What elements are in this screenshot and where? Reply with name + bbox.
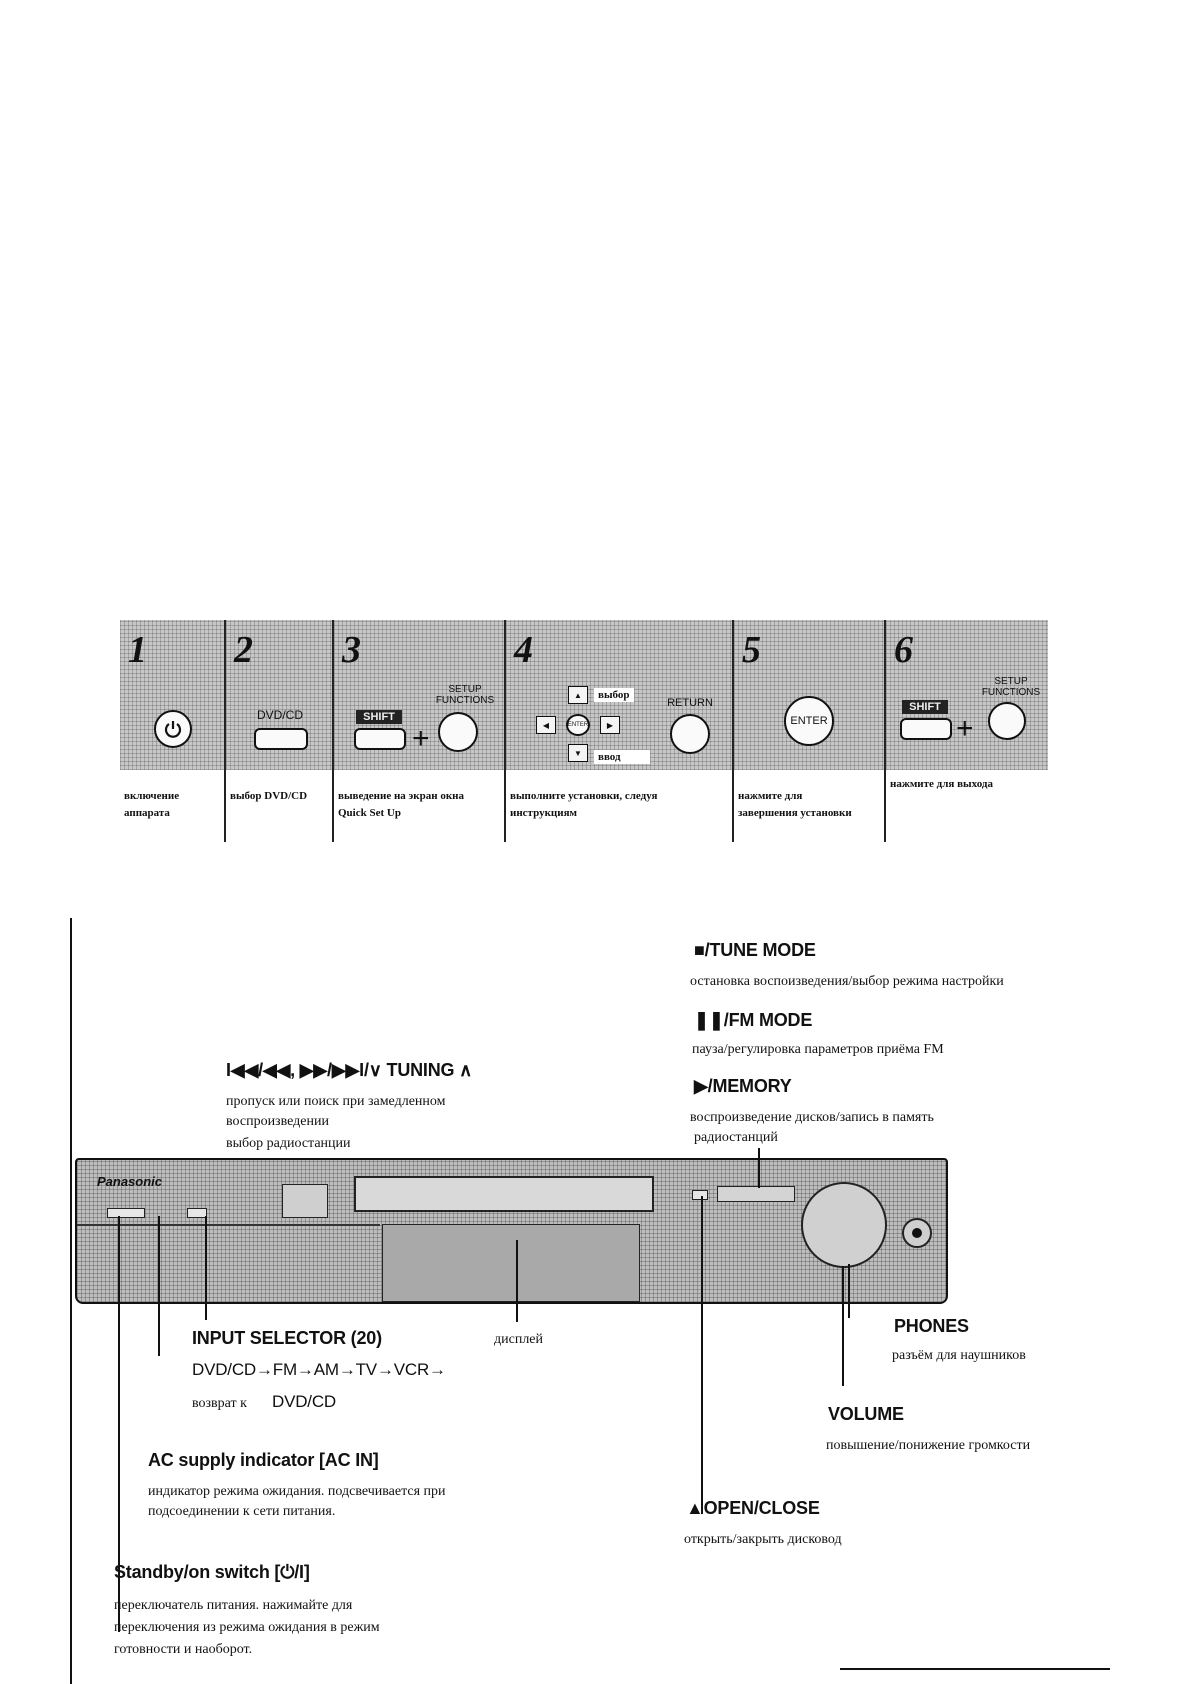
open-close-button[interactable] <box>692 1190 708 1200</box>
open-close-leader-line <box>701 1196 703 1514</box>
left-arrow-button[interactable]: ◀ <box>536 716 556 734</box>
ac-supply-desc-1: индикатор режима ожидания. подсвечиваетс… <box>148 1484 446 1499</box>
volume-title: VOLUME <box>828 1404 904 1424</box>
tuning-desc-2: воспроизведении <box>226 1114 329 1129</box>
input-selector-sequence: DVD/CD→FM→AM→TV→VCR→ <box>192 1360 446 1379</box>
tune-mode-title: ■/TUNE MODE <box>694 940 816 960</box>
tuning-title: I◀◀/◀◀, ▶▶/▶▶I/∨ TUNING ∧ <box>226 1060 473 1080</box>
step-number: 4 <box>514 629 533 671</box>
memory-desc-1: воспроизведение дисков/запись в память <box>690 1110 934 1125</box>
open-close-title: ▲OPEN/CLOSE <box>686 1498 820 1518</box>
transport-buttons[interactable] <box>717 1186 795 1202</box>
ac-supply-desc-2: подсоединении к сети питания. <box>148 1504 336 1519</box>
memory-leader-line <box>758 1148 760 1188</box>
power-icon <box>164 721 182 738</box>
input-selector-return-target: DVD/CD <box>272 1392 336 1411</box>
right-arrow-button[interactable]: ▶ <box>600 716 620 734</box>
tuning-desc-3: выбор радиостанции <box>226 1136 351 1151</box>
step-3-caption: выведение на экран окна Quick Set Up <box>334 770 506 842</box>
ac-in-leader-line <box>158 1216 160 1356</box>
power-button[interactable] <box>154 710 192 748</box>
phones-title: PHONES <box>894 1316 969 1336</box>
frame-bottom-line <box>840 1668 1110 1670</box>
shift-label: SHIFT <box>356 710 402 724</box>
step-1-caption: включение аппарата <box>120 770 226 842</box>
plus-sign: + <box>412 722 430 755</box>
volume-desc: повышение/понижение громкости <box>826 1438 1031 1453</box>
step-3-panel: 3 SHIFT + SETUP FUNCTIONS <box>334 620 506 770</box>
enter-small-button[interactable]: ENTER <box>566 714 590 736</box>
disc-tray <box>354 1176 654 1212</box>
input-selector-leader-line <box>205 1216 207 1320</box>
input-selector-return-prefix: возврат к <box>192 1396 247 1411</box>
frame-left-line <box>70 918 72 1684</box>
input-selector-button[interactable] <box>187 1208 207 1218</box>
step-number: 3 <box>342 629 361 671</box>
step-6-caption: нажмите для выхода <box>890 778 993 790</box>
display-window <box>382 1224 640 1302</box>
input-selector-title: INPUT SELECTOR (20) <box>192 1328 382 1348</box>
standby-desc-1: переключатель питания. нажимайте для <box>114 1598 353 1613</box>
quick-setup-steps: 1 включение аппарата 2 DVD/CD выбор DVD/… <box>120 620 1048 842</box>
phones-jack[interactable] <box>902 1218 932 1248</box>
standby-title: Standby/on switch [⏻/I] <box>114 1562 310 1582</box>
fm-mode-title: ❚❚/FM MODE <box>694 1010 813 1030</box>
step-number: 1 <box>128 629 147 671</box>
plus-sign: + <box>956 712 974 745</box>
standby-desc-2: переключения из режима ожидания в режим <box>114 1620 380 1635</box>
step-4-caption: выполните установки, следуя инструкциям <box>506 770 734 842</box>
step-6-panel: 6 SHIFT + SETUP FUNCTIONS <box>886 620 1048 770</box>
volume-leader-line <box>842 1266 844 1386</box>
enter-button[interactable]: ENTER <box>784 696 834 746</box>
return-label: RETURN <box>667 697 713 709</box>
step-5-caption: нажмите для завершения установки <box>734 770 886 842</box>
receiver-front-panel: Panasonic <box>75 1158 948 1304</box>
dvd-cd-label: DVD/CD <box>256 708 303 722</box>
tuning-desc-1: пропуск или поиск при замедленном <box>226 1094 446 1109</box>
setup-functions-button[interactable] <box>988 702 1026 740</box>
standby-leader-line <box>118 1216 120 1632</box>
open-close-desc: открыть/закрыть дисковод <box>684 1532 842 1547</box>
shift-button[interactable] <box>900 718 952 740</box>
memory-title: ▶/MEMORY <box>694 1076 792 1096</box>
panel-edge <box>77 1224 380 1226</box>
shift-button[interactable] <box>354 728 406 750</box>
select-callout: выбор <box>594 688 634 702</box>
up-arrow-button[interactable]: ▲ <box>568 686 588 704</box>
dvd-cd-button[interactable] <box>254 728 308 750</box>
brand-logo: Panasonic <box>97 1174 163 1189</box>
step-2-caption: выбор DVD/CD <box>226 770 334 842</box>
standby-switch[interactable] <box>107 1208 145 1218</box>
down-arrow-button[interactable]: ▼ <box>568 744 588 762</box>
step-1-panel: 1 <box>120 620 226 770</box>
step-number: 2 <box>234 629 253 671</box>
setup-functions-label: SETUP FUNCTIONS <box>981 676 1041 698</box>
memory-desc-2: радиостанций <box>694 1130 778 1145</box>
tuning-buttons[interactable] <box>282 1184 328 1218</box>
step-number: 6 <box>894 629 913 671</box>
step-4-panel: 4 ▲ ◀ ▶ ▼ ENTER выбор ввод RETURN <box>506 620 734 770</box>
display-desc: дисплей <box>494 1332 544 1347</box>
ac-supply-title: AC supply indicator [AC IN] <box>148 1450 379 1470</box>
volume-knob[interactable] <box>801 1182 887 1268</box>
phones-desc: разъём для наушников <box>892 1348 1026 1363</box>
step-2-panel: 2 DVD/CD <box>226 620 334 770</box>
step-5-panel: 5 ENTER <box>734 620 886 770</box>
return-button[interactable] <box>670 714 710 754</box>
setup-functions-label: SETUP FUNCTIONS <box>435 684 495 706</box>
display-leader-line <box>516 1240 518 1322</box>
step-number: 5 <box>742 629 761 671</box>
shift-label: SHIFT <box>902 700 948 714</box>
tune-mode-desc: остановка воспоизведения/выбор режима на… <box>690 974 1004 989</box>
phones-leader-line <box>848 1264 850 1318</box>
setup-functions-button[interactable] <box>438 712 478 752</box>
enter-callout: ввод <box>594 750 650 764</box>
standby-desc-3: готовности и наоборот. <box>114 1642 253 1657</box>
fm-mode-desc: пауза/регулировка параметров приёма FM <box>692 1042 944 1057</box>
